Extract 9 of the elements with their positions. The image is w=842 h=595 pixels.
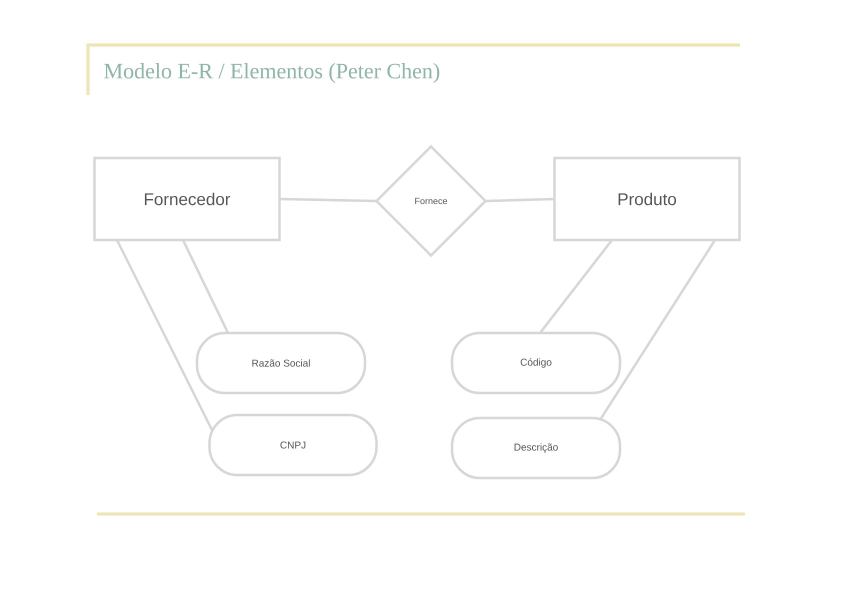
entity-box: Fornecedor: [93, 156, 281, 242]
connector-line: [116, 239, 214, 431]
connector-line: [279, 198, 376, 202]
connector-line: [486, 198, 555, 202]
connector-line: [182, 239, 230, 334]
connector-line: [539, 239, 613, 334]
connector-line: [598, 239, 716, 421]
entity-box: Produto: [553, 156, 741, 242]
slide-title: Modelo E-R / Elementos (Peter Chen): [104, 63, 440, 83]
